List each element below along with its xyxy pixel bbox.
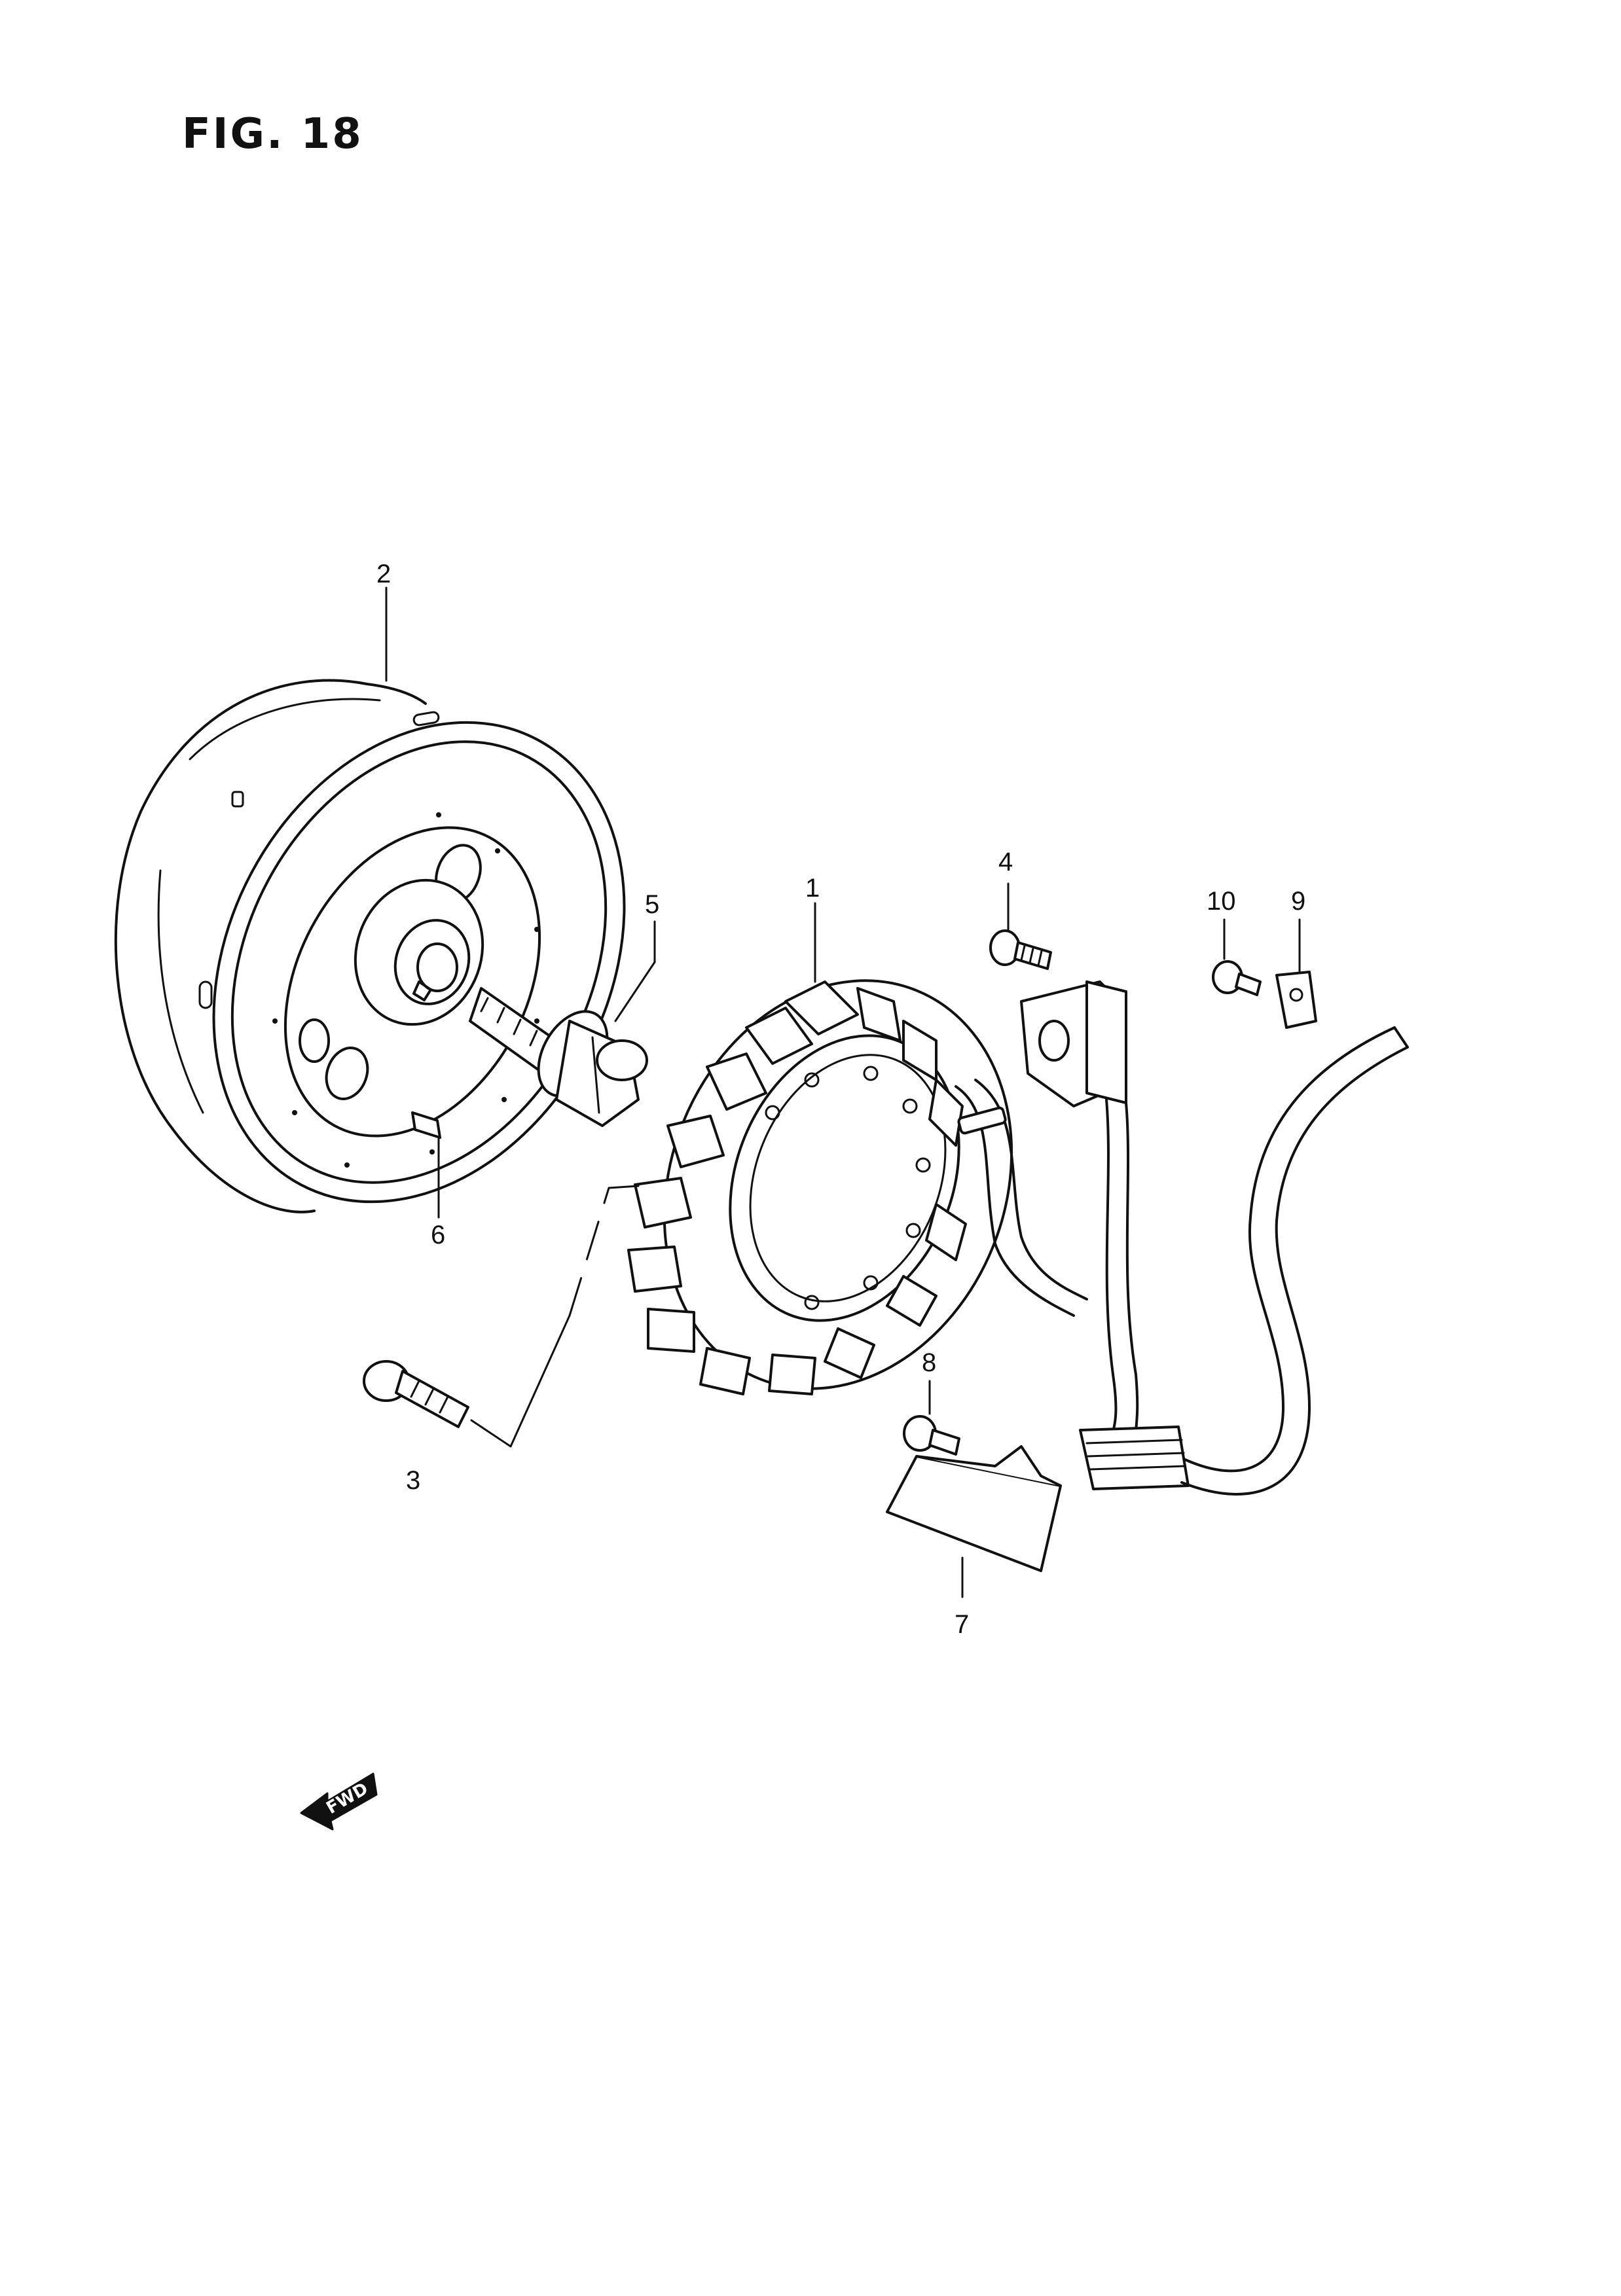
figure-title: FIG. 18 xyxy=(182,110,363,158)
screw-4-drawing xyxy=(989,929,1052,970)
key-drawing xyxy=(411,1111,441,1139)
bolt-3-drawing xyxy=(363,1360,469,1428)
leader-lines xyxy=(385,586,1301,1598)
clamp-7-drawing xyxy=(886,1445,1062,1572)
callout-10: 10 xyxy=(1207,887,1236,916)
callout-8: 8 xyxy=(922,1348,936,1377)
callout-2: 2 xyxy=(376,560,391,588)
callout-9: 9 xyxy=(1291,887,1305,916)
pickup-and-harness-drawing xyxy=(1020,980,1409,1496)
callout-3: 3 xyxy=(406,1466,420,1495)
callout-6: 6 xyxy=(431,1221,445,1249)
rotor-bolt-drawing xyxy=(469,987,648,1127)
screw-8-drawing xyxy=(903,1415,960,1456)
callout-5: 5 xyxy=(645,890,659,919)
screw-10-drawing xyxy=(1212,960,1262,996)
callout-1: 1 xyxy=(805,874,820,903)
callout-7: 7 xyxy=(955,1610,969,1639)
stator-drawing xyxy=(627,979,1088,1395)
rotor-drawing xyxy=(114,679,626,1213)
callout-4: 4 xyxy=(998,848,1013,876)
fwd-arrow-icon: FWD xyxy=(300,1772,378,1831)
